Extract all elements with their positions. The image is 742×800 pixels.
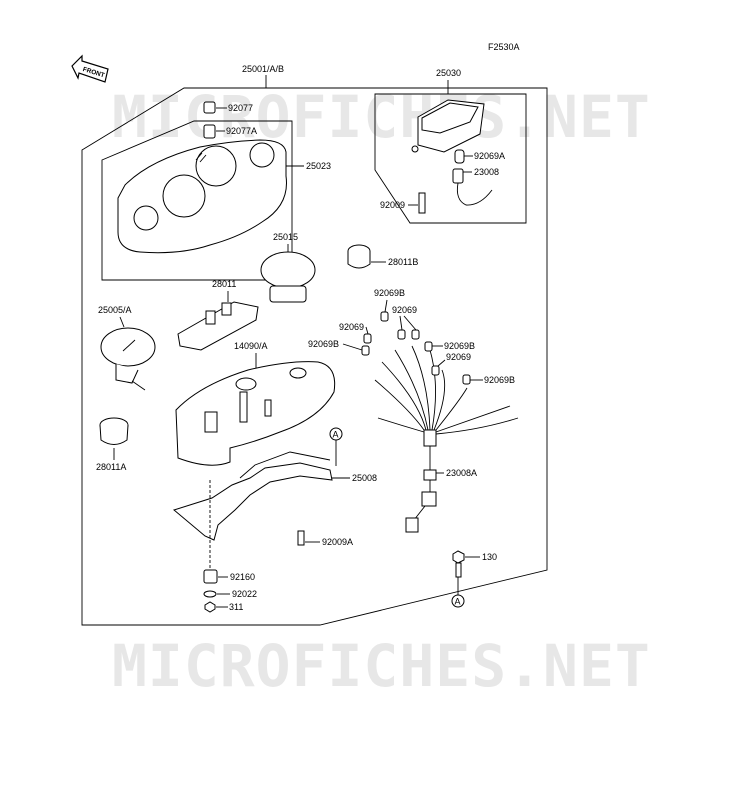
svg-text:92022: 92022	[232, 589, 257, 599]
svg-text:92069: 92069	[446, 352, 471, 362]
part-92077a: 92077A	[203, 124, 257, 139]
callout-25005a: 25005/A	[98, 305, 132, 315]
part-92069-left: 92069	[339, 322, 372, 344]
part-92069b-upper: 92069B	[374, 288, 405, 322]
callout-25015: 25015	[273, 232, 298, 242]
svg-text:92069: 92069	[392, 305, 417, 315]
part-25005a-meter	[100, 327, 156, 391]
svg-text:92069B: 92069B	[308, 339, 339, 349]
svg-text:25023: 25023	[306, 161, 331, 171]
part-92069a: 92069A	[454, 149, 505, 164]
svg-text:130: 130	[482, 552, 497, 562]
front-arrow-icon: FRONT	[71, 54, 109, 83]
svg-text:92069A: 92069A	[474, 151, 505, 161]
part-92009-screw: 92009	[380, 192, 426, 214]
svg-text:311: 311	[229, 602, 243, 612]
main-assembly-outline	[81, 87, 548, 626]
indicator-subassembly-box	[374, 93, 527, 224]
svg-text:92069B: 92069B	[444, 341, 475, 351]
reference-a-lower: A	[451, 594, 465, 608]
svg-text:92160: 92160	[230, 572, 255, 582]
part-23008a-sub-harness: 23008A	[436, 468, 477, 478]
svg-text:92069B: 92069B	[484, 375, 515, 385]
part-14090a-meter-case	[175, 361, 336, 466]
part-25015-gauge	[260, 251, 316, 303]
part-92077: 92077	[203, 101, 253, 114]
part-92069b-right: 92069B	[424, 341, 475, 352]
watermark-bottom: MICROFICHES.NET	[112, 632, 651, 700]
svg-text:92069: 92069	[339, 322, 364, 332]
svg-text:92069B: 92069B	[374, 288, 405, 298]
svg-text:25008: 25008	[352, 473, 377, 483]
figure-code: F2530A	[488, 42, 520, 52]
part-92069-right: 92069	[431, 352, 471, 376]
callout-28011: 28011	[212, 279, 236, 289]
svg-text:92077A: 92077A	[226, 126, 257, 136]
svg-text:92009A: 92009A	[322, 537, 353, 547]
part-25023-meter-cover: 25023	[117, 139, 331, 254]
part-92069b-left: 92069B	[308, 339, 370, 356]
part-28011-socket-block	[177, 301, 259, 351]
part-28011a-bulb-holder: 28011A	[96, 417, 129, 472]
part-28011b-bulb-holder: 28011B	[347, 244, 418, 269]
callout-14090a: 14090/A	[234, 341, 268, 351]
callout-25001: 25001/A/B	[242, 64, 284, 74]
part-92009a-screw: 92009A	[297, 530, 353, 547]
part-25008-bracket: 25008	[172, 451, 377, 541]
part-92160-damper: 92160	[203, 569, 255, 584]
svg-text:23008A: 23008A	[446, 468, 477, 478]
part-25030-indicator-unit	[411, 99, 485, 153]
part-92022-washer: 92022	[203, 589, 257, 599]
part-23008-bulb-socket: 23008	[452, 167, 499, 206]
svg-text:92009: 92009	[380, 200, 405, 210]
svg-text:A: A	[333, 430, 339, 440]
part-92069-upper: 92069	[392, 305, 420, 340]
cover-subassembly-box	[101, 120, 293, 281]
svg-text:92077: 92077	[228, 103, 253, 113]
svg-text:28011A: 28011A	[96, 462, 126, 472]
svg-text:A: A	[455, 597, 461, 607]
svg-text:28011B: 28011B	[388, 257, 418, 267]
part-harness-wires	[374, 345, 519, 533]
reference-a-upper: A	[329, 427, 343, 466]
svg-text:23008: 23008	[474, 167, 499, 177]
part-130-bolt: 130	[452, 550, 497, 595]
part-311-nut: 311	[204, 601, 243, 613]
watermark-top: MICROFICHES.NET	[112, 83, 651, 151]
part-92069b-far-right: 92069B	[462, 374, 515, 385]
callout-25030: 25030	[436, 68, 461, 78]
